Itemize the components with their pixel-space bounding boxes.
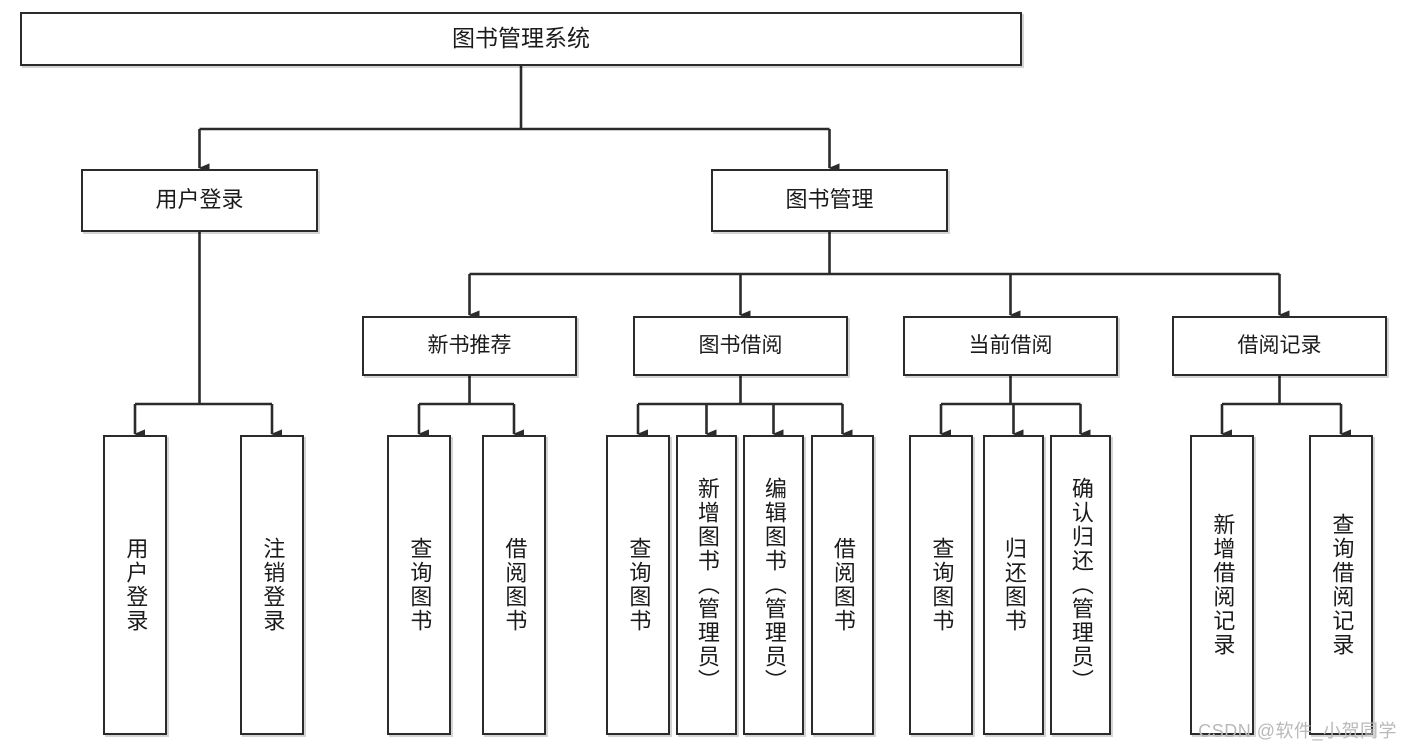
node-leaf-cur-2[interactable]: 归还图书 — [983, 435, 1044, 735]
node-label: 新书推荐 — [427, 334, 512, 358]
node-label: 图书管理 — [785, 187, 874, 213]
node-leaf-rec-2[interactable]: 查询借阅记录 — [1309, 435, 1373, 735]
node-leaf-cur-1[interactable]: 查询图书 — [909, 435, 973, 735]
node-label: 编辑图书（管理员） — [761, 477, 787, 693]
node-label: 新增借阅记录 — [1210, 513, 1236, 657]
node-label: 用户登录 — [155, 187, 244, 213]
node-leaf-borrow-2[interactable]: 新增图书（管理员） — [676, 435, 737, 735]
node-label: 借阅图书 — [830, 537, 856, 633]
csdn-watermark: CSDN @软件_小贺同学 — [1198, 721, 1397, 741]
node-label: 归还图书 — [1001, 537, 1027, 633]
node-borrow[interactable]: 图书借阅 — [633, 316, 848, 376]
node-records[interactable]: 借阅记录 — [1172, 316, 1387, 376]
node-label: 当前借阅 — [968, 334, 1053, 358]
node-root[interactable]: 图书管理系统 — [20, 12, 1022, 66]
node-leaf-login-2[interactable]: 注销登录 — [240, 435, 304, 735]
node-newbook[interactable]: 新书推荐 — [362, 316, 577, 376]
node-label: 图书借阅 — [698, 334, 783, 358]
node-label: 用户登录 — [123, 537, 149, 633]
node-leaf-new-1[interactable]: 查询图书 — [387, 435, 451, 735]
node-leaf-borrow-4[interactable]: 借阅图书 — [811, 435, 874, 735]
node-label: 查询图书 — [929, 537, 955, 633]
node-login[interactable]: 用户登录 — [81, 169, 318, 232]
node-label: 确认归还（管理员） — [1068, 477, 1094, 693]
node-label: 新增图书（管理员） — [694, 477, 720, 693]
node-label: 注销登录 — [260, 537, 286, 633]
node-label: 图书管理系统 — [452, 25, 590, 52]
node-bookmgmt[interactable]: 图书管理 — [711, 169, 948, 232]
node-label: 借阅图书 — [502, 537, 528, 633]
node-current[interactable]: 当前借阅 — [903, 316, 1118, 376]
node-leaf-login-1[interactable]: 用户登录 — [103, 435, 167, 735]
node-leaf-rec-1[interactable]: 新增借阅记录 — [1190, 435, 1254, 735]
node-label: 查询图书 — [626, 537, 652, 633]
node-leaf-borrow-1[interactable]: 查询图书 — [606, 435, 670, 735]
node-leaf-cur-3[interactable]: 确认归还（管理员） — [1050, 435, 1111, 735]
node-label: 借阅记录 — [1237, 334, 1322, 358]
node-leaf-new-2[interactable]: 借阅图书 — [482, 435, 546, 735]
node-label: 查询借阅记录 — [1329, 513, 1355, 657]
node-label: 查询图书 — [407, 537, 433, 633]
node-leaf-borrow-3[interactable]: 编辑图书（管理员） — [743, 435, 804, 735]
